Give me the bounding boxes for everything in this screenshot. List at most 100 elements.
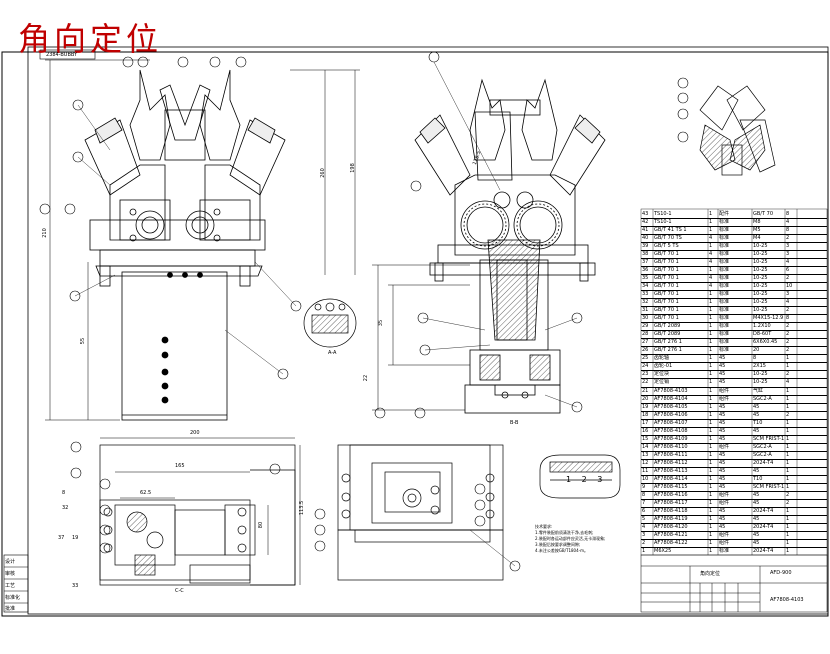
bom-cell: 3: [786, 251, 790, 258]
bom-cell: 1: [709, 267, 713, 274]
bom-cell: 1: [786, 427, 790, 434]
bom-cell: 1: [786, 355, 790, 362]
bom-cell: 4: [709, 259, 713, 266]
bom-cell: 3: [786, 243, 790, 250]
bom-cell: 45: [753, 491, 760, 498]
bom-cell: 4: [642, 523, 646, 530]
bom-cell: 1: [786, 547, 790, 554]
bottom-plan-view: [99, 444, 296, 586]
bom-cell: 45: [719, 427, 726, 434]
bom-cell: SCM FRIST-1: [753, 435, 785, 442]
bom-cell: M8: [753, 219, 761, 226]
bom-cell: 36: [642, 267, 649, 274]
bom-cell: 3: [786, 291, 790, 298]
bom-cell: SGC2-A: [753, 395, 772, 402]
bom-cell: AF7808-4107: [654, 419, 688, 426]
bom-cell: 2024-T4: [753, 507, 774, 514]
bom-cell: 1: [709, 227, 713, 234]
bom-cell: T10: [753, 475, 763, 482]
bom-cell: 标准: [719, 227, 730, 234]
bom-cell: 1: [709, 419, 713, 426]
bom-cell: 8: [786, 315, 790, 322]
bom-cell: 43: [642, 211, 649, 217]
bom-cell: 1: [786, 523, 790, 530]
callout-33: 33: [72, 583, 79, 589]
title-block-name: 角向定位: [700, 571, 721, 577]
bom-cell: 1: [786, 515, 790, 522]
technical-notes: 技术要求: 1.零件装配前须清洗干净,去毛刺; 2.装配时各运动部件应灵活,无卡…: [535, 524, 605, 554]
bom-cell: 标准: [719, 339, 730, 346]
bom-cell: 1: [709, 379, 713, 386]
bom-cell: 45: [719, 379, 726, 386]
bom-cell: GB/T 70 1: [654, 251, 679, 258]
balloon-callouts: [39, 51, 689, 572]
bom-cell: 13: [642, 451, 649, 458]
bom-cell: 标准: [719, 323, 730, 330]
bom-cell: 45: [719, 411, 726, 418]
bom-cell: 10: [786, 283, 793, 290]
bom-cell: 组件: [719, 499, 730, 506]
bom-cell: 1: [786, 363, 790, 370]
note-line: 4.未注公差按GB/T1804-m。: [535, 548, 588, 553]
bom-cell: 1: [709, 435, 713, 442]
bom-cell: 45: [753, 539, 760, 546]
bom-cell: 2: [786, 331, 790, 338]
callout-37: 37: [58, 535, 65, 541]
bom-cell: 1: [709, 307, 713, 314]
bom-cell: AF7808-4105: [654, 403, 688, 410]
dim-height-2: 260: [319, 168, 326, 178]
bom-cell: 3: [642, 531, 646, 538]
bom-cell: M6X25: [654, 547, 672, 554]
bom-cell: 标准: [719, 291, 730, 298]
title-block-subtitle: AF7808-4103: [770, 597, 804, 603]
bom-cell: D8-60T: [753, 331, 772, 338]
bom-cell: 2024-T4: [753, 547, 774, 554]
bom-cell: 10-25: [753, 243, 768, 250]
bom-cell: 1: [709, 315, 713, 322]
bom-cell: GB/T 2089: [654, 323, 681, 330]
dim-inner-width: 165: [175, 463, 185, 469]
bom-cell: 标准: [719, 331, 730, 338]
bom-cell: 1.2X10: [753, 323, 771, 330]
bom-cell: 1: [709, 467, 713, 474]
bom-cell: 20: [753, 347, 760, 354]
bom-cell: 45: [719, 371, 726, 378]
bom-cell: 16: [642, 427, 649, 434]
bom-cell: 45: [719, 475, 726, 482]
bom-cell: 1: [709, 323, 713, 330]
bom-cell: 齿轮-01: [654, 363, 673, 370]
bom-cell: 45: [719, 403, 726, 410]
bom-cell: 2: [786, 275, 790, 282]
bom-cell: 1: [709, 403, 713, 410]
bom-cell: 18: [642, 411, 649, 418]
bom-cell: GB/T 70 1: [654, 307, 679, 314]
bom-cell: 15: [642, 435, 649, 442]
bom-cell: AF7808-4104: [654, 395, 688, 402]
bom-cell: 2: [786, 411, 790, 418]
bom-cell: 10-25: [753, 299, 768, 306]
bom-cell: 28: [642, 331, 649, 338]
bom-cell: GB/T 70 1: [654, 275, 679, 282]
bom-cell: GB/T 70 1: [654, 291, 679, 298]
bottom-center-view: [337, 444, 504, 581]
bom-cell: 45: [719, 507, 726, 514]
bom-cell: 10-25: [753, 371, 768, 378]
bom-cell: 组件: [719, 531, 730, 538]
bom-cell: AF7808-4111: [654, 451, 688, 458]
bom-cell: 45: [719, 483, 726, 490]
bom-cell: 10-25: [753, 307, 768, 314]
